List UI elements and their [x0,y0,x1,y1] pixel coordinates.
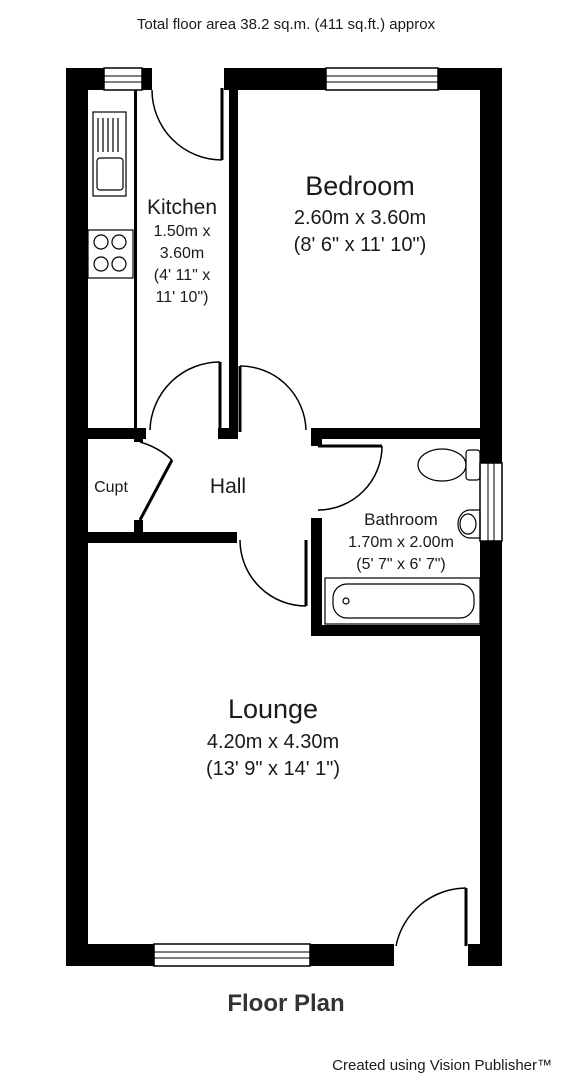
kitchen-name: Kitchen [147,196,217,219]
door-bedroom-hall [238,365,307,432]
total-area-text: Total floor area 38.2 sq.m. (411 sq.ft.)… [137,16,436,33]
door-lounge-hall [239,539,308,607]
kitchen-dim-line4: 11' 10") [156,289,209,306]
bedroom-name: Bedroom [305,171,415,201]
bath-icon [324,577,481,625]
lounge-name: Lounge [228,694,318,724]
hall-name: Hall [210,475,246,498]
door-kitchen-entry [151,68,224,161]
window-bedroom [325,67,439,91]
window-lounge [153,943,311,967]
sink-icon [92,111,127,197]
door-front [394,887,468,966]
washbasin-icon [457,509,481,539]
door-kitchen-hall [149,361,222,432]
toilet-icon [417,448,481,482]
lounge-dim-metric: 4.20m x 4.30m [207,731,339,753]
door-cupboard [138,441,174,521]
kitchen-dim-line1: 1.50m x [154,223,211,240]
cupboard-name: Cupt [94,479,128,496]
floor-plan-title: Floor Plan [227,990,344,1017]
hob-icon [87,229,134,279]
kitchen-dim-line3: (4' 11" x [154,267,210,284]
bathroom-dim-metric: 1.70m x 2.00m [348,534,454,551]
window-bathroom [479,462,503,542]
lounge-dim-imperial: (13' 9" x 14' 1") [206,758,340,780]
credit-text: Created using Vision Publisher™ [332,1057,552,1074]
kitchen-dim-line2: 3.60m [160,245,204,262]
bathroom-name: Bathroom [364,510,438,529]
bedroom-dim-imperial: (8' 6" x 11' 10") [294,234,427,256]
window-kitchen [103,67,143,91]
bathroom-dim-imperial: (5' 7" x 6' 7") [356,556,446,573]
door-bathroom [317,444,383,511]
bedroom-dim-metric: 2.60m x 3.60m [294,207,426,229]
